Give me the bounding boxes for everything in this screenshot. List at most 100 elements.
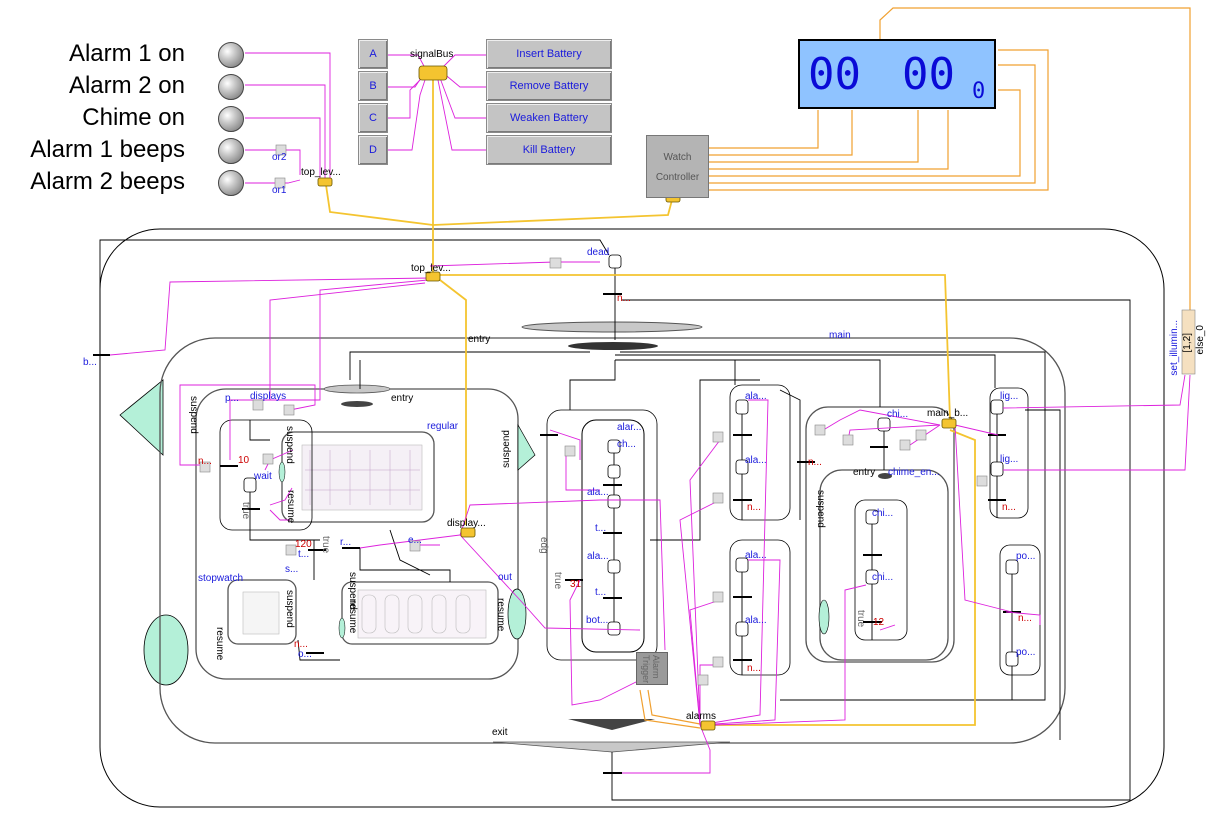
chime-enabled-label: chime_en... bbox=[888, 467, 940, 478]
bracket-label: [1,2] bbox=[1182, 333, 1193, 353]
displays-label: displays bbox=[250, 391, 287, 402]
insert-battery-button[interactable]: Insert Battery bbox=[486, 39, 612, 69]
lig-label-2: lig... bbox=[1000, 454, 1019, 465]
top-level-state bbox=[99, 228, 1165, 808]
stopwatch-label: stopwatch bbox=[198, 573, 244, 584]
exit-label: exit bbox=[492, 727, 508, 738]
entry-chime-label: entry bbox=[853, 467, 876, 478]
s-label: s... bbox=[285, 564, 299, 575]
top-level-bus-label-1: top_lev... bbox=[301, 167, 341, 178]
signal-bus-label: signalBus bbox=[410, 49, 454, 60]
n-wait-label: n... bbox=[198, 456, 212, 467]
button-b[interactable]: B bbox=[358, 71, 388, 101]
alar-label: alar... bbox=[617, 422, 642, 433]
regular-label: regular bbox=[427, 421, 459, 432]
weaken-battery-button[interactable]: Weaken Battery bbox=[486, 103, 612, 133]
chi-label-2: chi... bbox=[872, 508, 894, 519]
exit-shape bbox=[492, 741, 731, 753]
lamp-alarm2-on bbox=[218, 74, 244, 100]
true-label-2: true bbox=[320, 536, 331, 554]
button-a[interactable]: A bbox=[358, 39, 388, 69]
t-label-1: t... bbox=[595, 523, 607, 534]
n-po-label: n... bbox=[1018, 613, 1032, 624]
trigger-line2: Alarm bbox=[651, 655, 661, 679]
set-illumination-label: set_illumin... bbox=[1169, 320, 1180, 376]
power-column bbox=[999, 544, 1041, 676]
watch-controller-line2: Controller bbox=[655, 172, 700, 183]
alarm-column-2a bbox=[729, 384, 791, 521]
num-31-label: 31 bbox=[570, 579, 582, 590]
chi-label-3: chi... bbox=[872, 572, 894, 583]
suspend-label-2: suspend bbox=[501, 430, 512, 468]
regular-content bbox=[301, 444, 423, 511]
entry-displays-label: entry bbox=[391, 393, 414, 404]
ch-label: ch... bbox=[617, 439, 636, 450]
displays-entry-dark bbox=[341, 401, 373, 407]
watch-controller-line1: Watch bbox=[663, 152, 692, 163]
or1-label: or1 bbox=[272, 185, 287, 196]
ala-label-1: ala... bbox=[587, 487, 609, 498]
e-label: e... bbox=[408, 535, 422, 546]
display-minutes: 00 bbox=[902, 49, 955, 100]
chime-enabled-state bbox=[819, 469, 949, 661]
suspend-label-3: suspend bbox=[284, 426, 295, 464]
suspend-label-6: suspend bbox=[815, 490, 826, 528]
edg-label: edg bbox=[538, 537, 549, 554]
suspend-label-4: suspend bbox=[347, 572, 358, 610]
o-label: o... bbox=[298, 649, 312, 660]
n-lig-label: n... bbox=[1002, 502, 1016, 513]
alarm-column-1 bbox=[581, 419, 645, 653]
main-bus-label: main_b... bbox=[927, 408, 969, 419]
stopwatch-run-state bbox=[341, 581, 499, 645]
main-label: main bbox=[829, 330, 851, 341]
lamp-label-chime-on: Chime on bbox=[82, 104, 185, 131]
display-seconds: 0 bbox=[972, 79, 986, 104]
alarm-column-2b bbox=[729, 539, 791, 676]
trigger-alarm-block[interactable]: Trigger Alarm bbox=[636, 652, 668, 685]
b-label: b... bbox=[83, 357, 97, 368]
watch-controller-block[interactable]: Watch Controller bbox=[646, 135, 709, 198]
kill-battery-button[interactable]: Kill Battery bbox=[486, 135, 612, 165]
display-hours: 00 bbox=[808, 49, 861, 100]
button-c[interactable]: C bbox=[358, 103, 388, 133]
lamp-chime-on bbox=[218, 106, 244, 132]
lamp-alarm2-beeps bbox=[218, 170, 244, 196]
n-label-b: n... bbox=[747, 663, 761, 674]
displays-entry bbox=[323, 384, 391, 394]
chi-label-1: chi... bbox=[887, 409, 909, 420]
suspend-label-1: suspend bbox=[188, 396, 199, 434]
entry-ellipse-top bbox=[521, 321, 703, 333]
suspend-label-5: suspend bbox=[284, 590, 295, 628]
remove-battery-button[interactable]: Remove Battery bbox=[486, 71, 612, 101]
n-label-a: n... bbox=[747, 502, 761, 513]
num-120-label: 120 bbox=[295, 539, 312, 550]
wait-label: wait bbox=[254, 471, 272, 482]
stopwatch-state bbox=[227, 579, 297, 645]
num-12-label: 12 bbox=[873, 617, 885, 628]
true-label-4: true bbox=[855, 610, 866, 628]
po-label-1: po... bbox=[1016, 551, 1036, 562]
true-label-3: true bbox=[552, 572, 563, 590]
n-stop-label: n... bbox=[294, 639, 308, 650]
resume-label-3: resume bbox=[495, 598, 506, 632]
suspend-wedge bbox=[119, 379, 164, 456]
ten-label: 10 bbox=[238, 455, 250, 466]
lamp-label-alarm2-beeps: Alarm 2 beeps bbox=[30, 168, 185, 195]
lamp-label-alarm2-on: Alarm 2 on bbox=[68, 72, 185, 99]
ala-label-a: ala... bbox=[745, 391, 767, 402]
ala-label-b: ala... bbox=[745, 455, 767, 466]
t-label-2: t... bbox=[595, 587, 607, 598]
resume-label-1: resume bbox=[285, 490, 296, 524]
displays-wedge bbox=[517, 423, 536, 471]
button-d[interactable]: D bbox=[358, 135, 388, 165]
light-column bbox=[989, 387, 1029, 519]
alarms-label: alarms bbox=[686, 711, 717, 722]
lamp-label-alarm1-on: Alarm 1 on bbox=[68, 40, 185, 67]
n-label-1: n... bbox=[617, 293, 631, 304]
lamp-alarm1-beeps bbox=[218, 138, 244, 164]
display-bus-label: display... bbox=[447, 518, 486, 529]
bot-label: bot... bbox=[586, 615, 609, 626]
entry-main-label: entry bbox=[468, 334, 491, 345]
ala-label-2: ala... bbox=[587, 551, 609, 562]
